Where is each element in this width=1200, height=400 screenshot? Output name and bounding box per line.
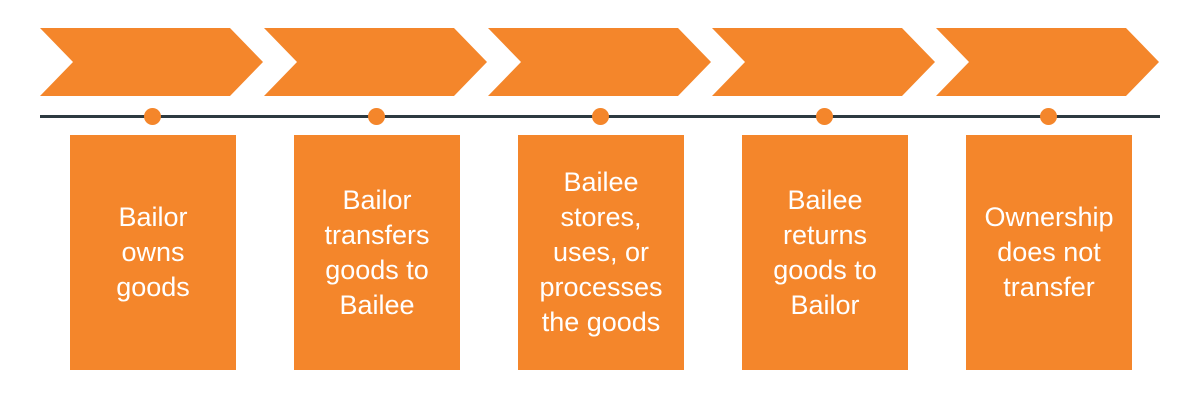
step-5-label: Ownership does not transfer (984, 202, 1114, 302)
step-2-chevron (264, 28, 487, 96)
step-1-box: Bailor owns goods (70, 135, 236, 370)
step-4-label: Bailee returns goods to Bailor (773, 184, 877, 320)
step-4-box: Bailee returns goods to Bailor (742, 135, 908, 370)
step-3-chevron (488, 28, 711, 96)
step-3-box: Bailee stores, uses, or processes the go… (518, 135, 684, 370)
step-5-marker (1040, 108, 1057, 125)
step-5-box: Ownership does not transfer (966, 135, 1132, 370)
step-1-label: Bailor owns goods (116, 202, 190, 302)
step-3-marker (592, 108, 609, 125)
step-3-label: Bailee stores, uses, or processes the go… (539, 167, 663, 337)
step-4-chevron (712, 28, 935, 96)
step-1-marker (144, 108, 161, 125)
step-5-chevron (936, 28, 1159, 96)
step-1-chevron (40, 28, 263, 96)
step-2-marker (368, 108, 385, 125)
step-2-box: Bailor transfers goods to Bailee (294, 135, 460, 370)
step-4-marker (816, 108, 833, 125)
step-2-label: Bailor transfers goods to Bailee (324, 184, 430, 320)
